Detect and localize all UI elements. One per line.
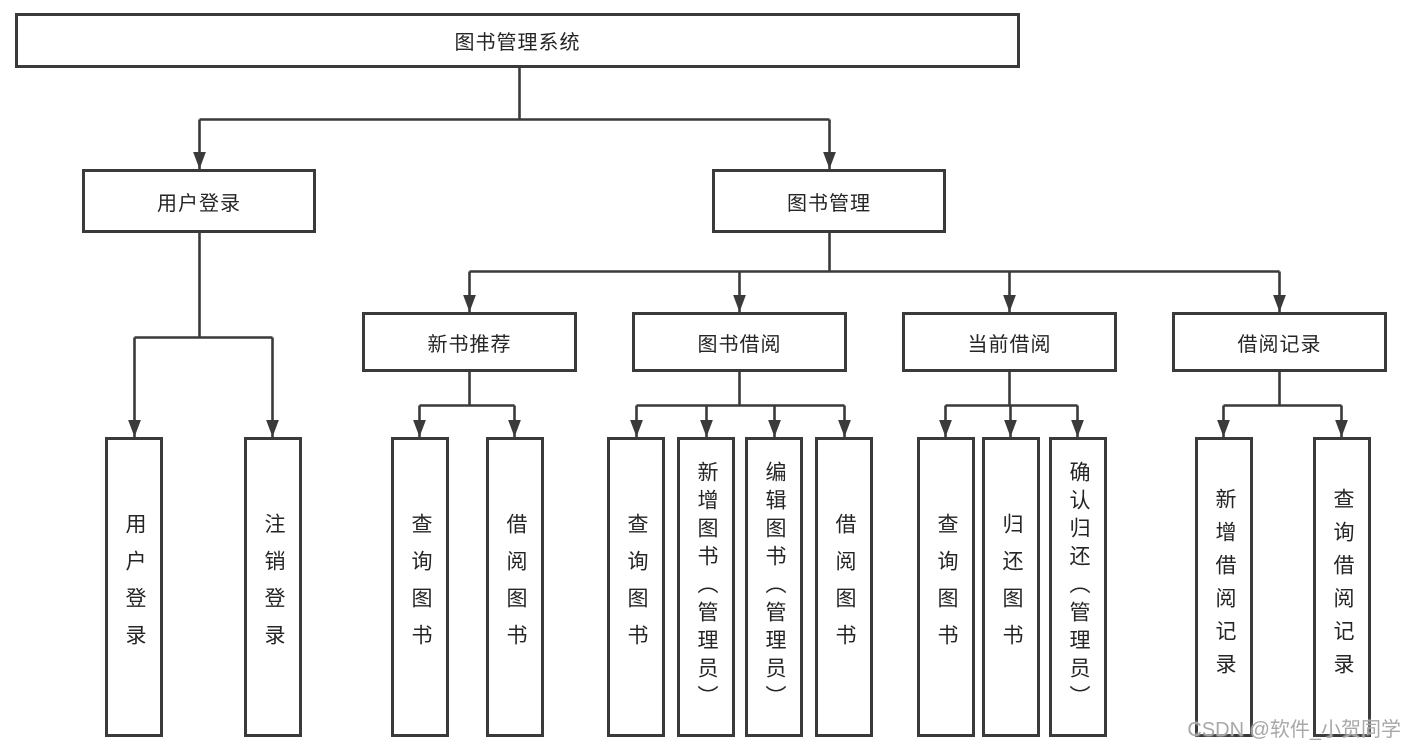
leaf-borrow-borrow-book-label: 借阅图书 [833,513,856,661]
node-book-borrow-label: 图书借阅 [697,333,782,356]
node-library-system: 图书管理系统 [15,13,1020,68]
node-user-login: 用户登录 [82,169,316,233]
node-library-system-label: 图书管理系统 [454,32,581,54]
leaf-recommend-query-book-label: 查询图书 [409,513,432,661]
leaf-recommend-borrow-book: 借阅图书 [486,437,544,737]
leaf-borrow-edit-book-admin-label: 编辑图书（管理员） [763,461,786,713]
node-current-borrow-label: 当前借阅 [967,333,1052,356]
leaf-borrow-add-book-admin: 新增图书（管理员） [677,437,735,737]
leaf-borrow-query-book: 查询图书 [607,437,665,737]
leaf-current-query-book-label: 查询图书 [935,513,958,661]
leaf-logout: 注销登录 [244,437,302,737]
leaf-borrow-add-book-admin-label: 新增图书（管理员） [695,461,718,713]
csdn-watermark: CSDN @软件_小贺同学 [1187,719,1401,741]
leaf-borrow-borrow-book: 借阅图书 [815,437,873,737]
leaf-user-login-label: 用户登录 [123,513,146,661]
leaf-borrow-query-book-label: 查询图书 [625,513,648,661]
node-borrow-records: 借阅记录 [1172,312,1387,372]
leaf-current-query-book: 查询图书 [917,437,975,737]
leaf-records-add-record-label: 新增借阅记录 [1213,488,1236,686]
node-book-management-label: 图书管理 [787,192,871,215]
leaf-recommend-borrow-book-label: 借阅图书 [504,513,527,661]
leaf-borrow-edit-book-admin: 编辑图书（管理员） [745,437,803,737]
leaf-user-login: 用户登录 [105,437,163,737]
leaf-recommend-query-book: 查询图书 [391,437,449,737]
leaf-records-add-record: 新增借阅记录 [1195,437,1253,737]
node-book-borrow: 图书借阅 [632,312,847,372]
leaf-current-return-book-label: 归还图书 [1000,513,1023,661]
node-book-management: 图书管理 [712,169,946,233]
leaf-logout-label: 注销登录 [262,513,285,661]
node-new-book-recommend: 新书推荐 [362,312,577,372]
node-new-book-recommend-label: 新书推荐 [427,333,512,356]
leaf-current-return-book: 归还图书 [982,437,1040,737]
leaf-current-confirm-return-admin-label: 确认归还（管理员） [1067,461,1090,713]
leaf-current-confirm-return-admin: 确认归还（管理员） [1049,437,1107,737]
node-borrow-records-label: 借阅记录 [1237,333,1322,356]
leaf-records-query-record: 查询借阅记录 [1313,437,1371,737]
leaf-records-query-record-label: 查询借阅记录 [1331,488,1354,686]
node-current-borrow: 当前借阅 [902,312,1117,372]
node-user-login-label: 用户登录 [157,192,241,215]
